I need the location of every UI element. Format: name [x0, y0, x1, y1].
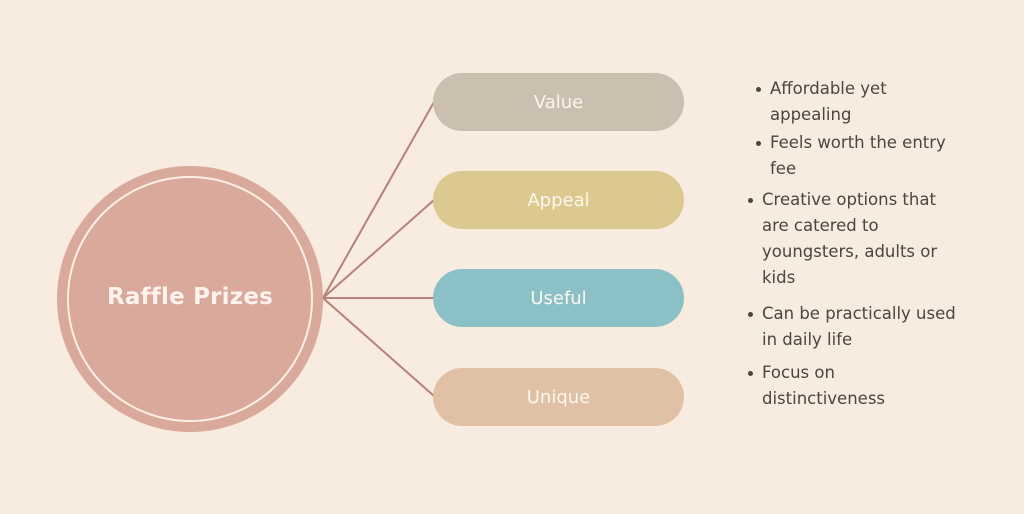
hub-circle: Raffle Prizes	[57, 166, 323, 432]
branch-useful: Useful	[433, 269, 684, 327]
branch-value: Value	[433, 73, 684, 131]
bullet-appeal: Creative options that are catered to you…	[748, 187, 937, 291]
bullet-dot-icon	[748, 198, 753, 203]
connector-value	[322, 101, 435, 299]
bullet-dot-icon	[748, 312, 753, 317]
bullet-value-1: Affordable yet appealing	[756, 76, 887, 128]
bullet-unique: Focus on distinctiveness	[748, 360, 885, 412]
bullet-useful: Can be practically used in daily life	[748, 301, 956, 353]
hub-label: Raffle Prizes	[106, 284, 274, 310]
connector-unique	[322, 297, 435, 397]
hub-inner-ring	[67, 176, 313, 422]
connector-appeal	[322, 199, 435, 299]
bullet-dot-icon	[756, 141, 761, 146]
branch-appeal: Appeal	[433, 171, 684, 229]
branch-unique: Unique	[433, 368, 684, 426]
bullet-value-2: Feels worth the entry fee	[756, 130, 946, 182]
bullet-dot-icon	[748, 371, 753, 376]
bullet-dot-icon	[756, 87, 761, 92]
